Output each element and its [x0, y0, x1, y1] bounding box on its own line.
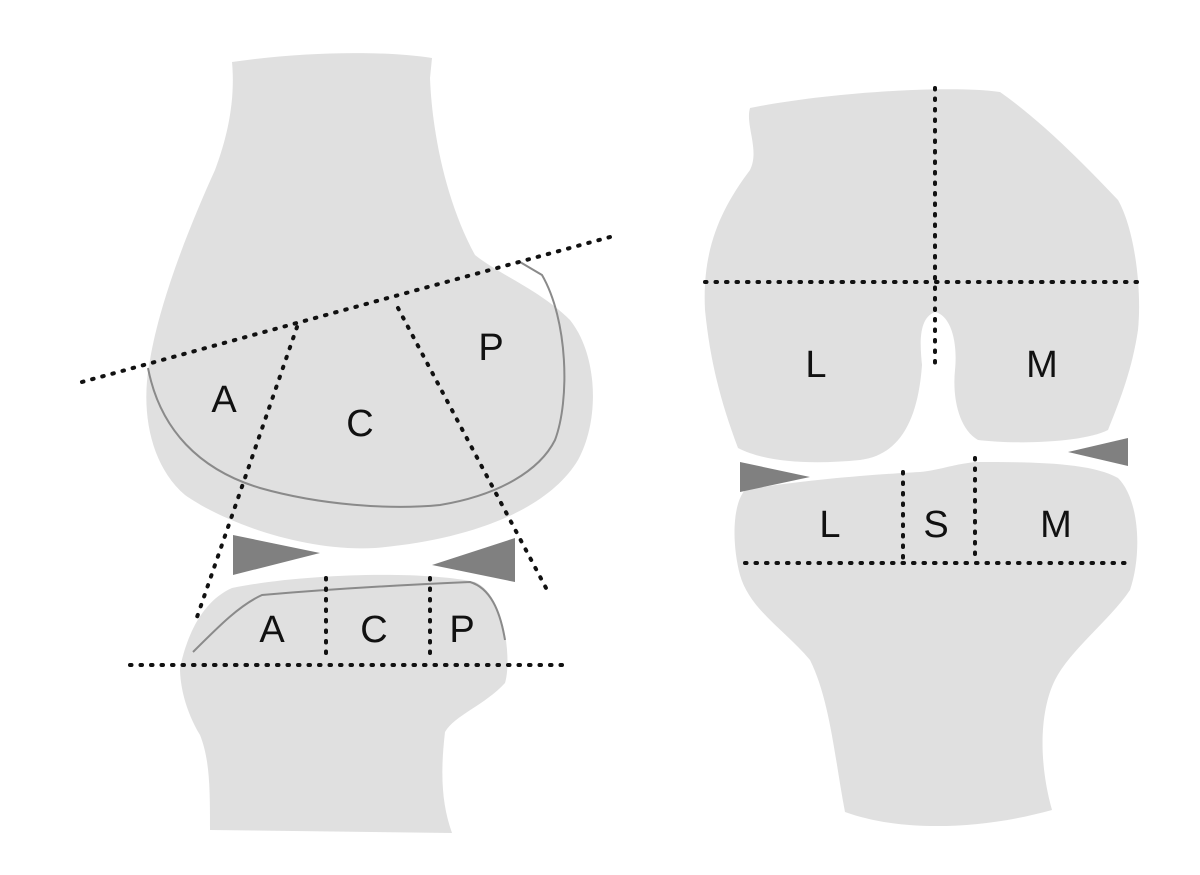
sagittal-femoral-cartilage-line: [147, 261, 566, 508]
sagittal-tibia: [180, 574, 508, 833]
sagittal-tibia-label-c: C: [360, 609, 387, 651]
joint-space-marker-right: [432, 538, 515, 582]
joint-space-marker-left: [233, 535, 320, 575]
sagittal-femur-label-a: A: [211, 379, 237, 421]
coronal-femur: [704, 89, 1140, 463]
sagittal-tibial-cartilage-line: [192, 580, 506, 653]
joint-space-marker-medial: [1068, 438, 1128, 466]
sagittal-femur: [146, 53, 593, 549]
joint-space-marker-lateral: [740, 462, 810, 492]
femur-posterior-divider: [396, 306, 548, 590]
coronal-tibia-label-l: L: [819, 504, 840, 546]
coronal-femur-label-l: L: [805, 344, 826, 386]
femur-baseline: [80, 235, 612, 384]
sagittal-view: A C P A C P: [80, 53, 612, 833]
sagittal-femur-label-p: P: [478, 327, 503, 369]
sagittal-tibia-label-p: P: [449, 609, 474, 651]
coronal-tibia-label-s: S: [923, 504, 948, 546]
coronal-tibia: [734, 462, 1138, 827]
femur-anterior-divider: [194, 325, 299, 622]
coronal-view: L M L S M: [703, 86, 1142, 827]
coronal-tibia-label-m: M: [1040, 504, 1072, 546]
coronal-femur-label-m: M: [1026, 344, 1058, 386]
sagittal-tibia-label-a: A: [259, 609, 285, 651]
sagittal-femur-label-c: C: [346, 403, 373, 445]
